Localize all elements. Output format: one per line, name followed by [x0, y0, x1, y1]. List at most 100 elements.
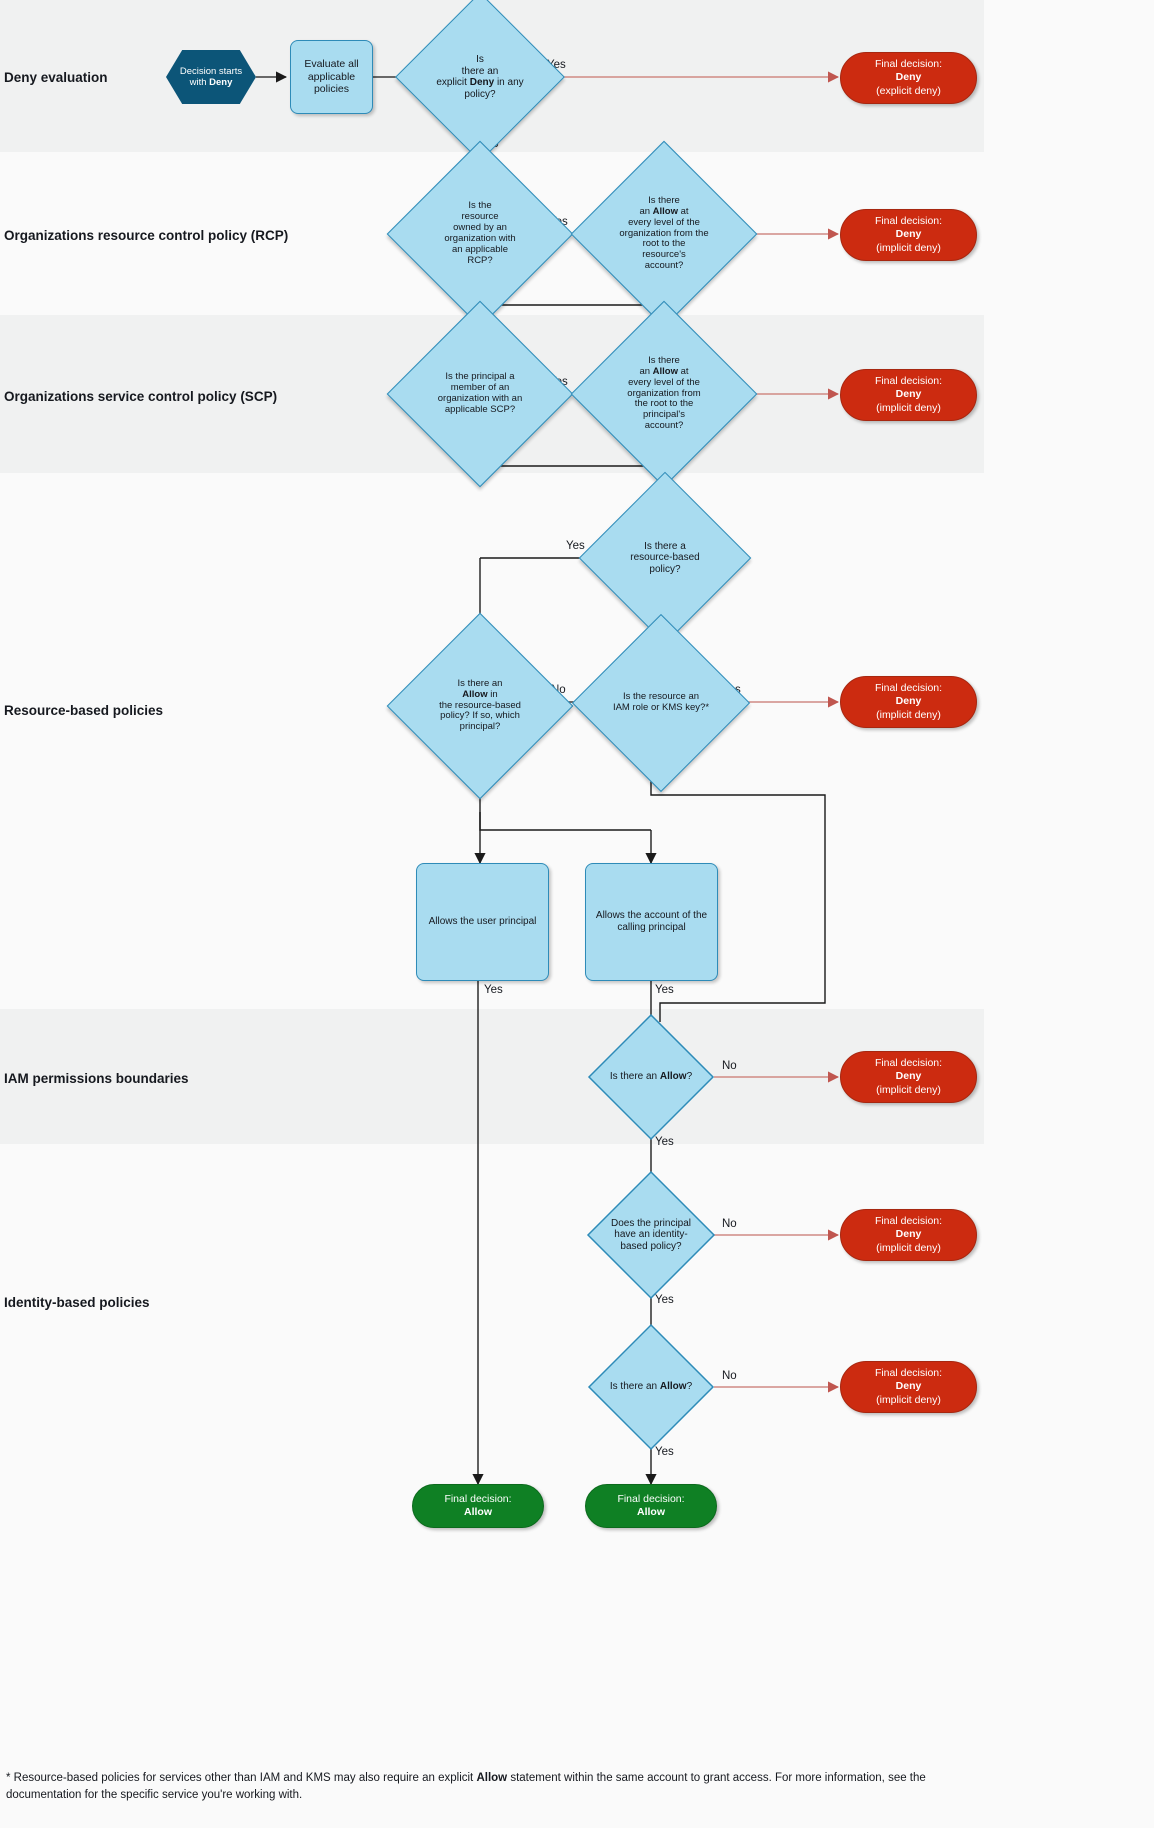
- scp-allow-bold: Allow: [652, 365, 678, 377]
- edge-label-no-ib-has: No: [722, 1218, 737, 1230]
- allow-right-l2: Allow: [637, 1506, 665, 1518]
- footnote: * Resource-based policies for services o…: [6, 1770, 1146, 1803]
- deny-ib1-l3: (implicit deny): [876, 1241, 941, 1254]
- deny-ib2-l3: (implicit deny): [876, 1393, 941, 1406]
- deny-rb-l3: (implicit deny): [876, 708, 941, 721]
- pb-allow-l1a: Is there an: [609, 1071, 660, 1083]
- rcp-allow-l7: account?: [644, 260, 684, 272]
- deny-rcp-l3: (implicit deny): [876, 241, 941, 254]
- node-rcp-allow-every-level[interactable]: Is there an Allow at every level of the …: [570, 140, 758, 328]
- terminal-allow-final-right[interactable]: Final decision: Allow: [585, 1484, 717, 1528]
- terminal-deny-implicit-scp[interactable]: Final decision: Deny (implicit deny): [840, 369, 977, 421]
- node-rcp-resource-owned[interactable]: Is the resource owned by an organization…: [386, 140, 574, 328]
- deny-rb-l2: Deny: [895, 695, 922, 708]
- rcp-allow-l2a: an: [639, 205, 653, 217]
- rcp-allow-l5: root to the: [642, 238, 686, 250]
- node-rb-allow-which-principal[interactable]: Is there an Allow in the resource-based …: [386, 612, 574, 800]
- scp-allow-l5: the root to the: [634, 398, 694, 410]
- start-line-2: with: [189, 77, 210, 88]
- edge-label-yes-rb-exists: Yes: [566, 540, 585, 552]
- rcp-allow-l1: Is there: [648, 194, 680, 206]
- rb-allow-l4: policy? If so, which: [440, 710, 520, 722]
- rcp-allow-l2c: at: [678, 205, 689, 217]
- footnote-part-2: statement within the same account to gra…: [507, 1772, 926, 1784]
- scp-allow-l6: principal's: [643, 409, 685, 421]
- terminal-deny-implicit-rcp[interactable]: Final decision: Deny (implicit deny): [840, 209, 977, 261]
- scp-member-l2: member of an: [450, 382, 510, 394]
- explicit-deny-bold: Deny: [469, 77, 495, 88]
- deny-ib1-l2: Deny: [895, 1228, 922, 1241]
- ib-has-l2: have an identity-: [614, 1229, 688, 1241]
- rcp-allow-l4: organization from the: [619, 227, 709, 239]
- deny-ib2-l2: Deny: [895, 1380, 922, 1393]
- terminal-deny-implicit-resource-based[interactable]: Final decision: Deny (implicit deny): [840, 676, 977, 728]
- start-deny-bold: Deny: [209, 77, 233, 88]
- deny-pb-l3: (implicit deny): [876, 1083, 941, 1096]
- deny-pb-l1: Final decision:: [874, 1057, 943, 1070]
- footnote-part-1: * Resource-based policies for services o…: [6, 1772, 477, 1784]
- terminal-deny-implicit-identity-based-1[interactable]: Final decision: Deny (implicit deny): [840, 1209, 977, 1261]
- rb-allow-l2b: in: [487, 688, 498, 700]
- ib-has-l1: Does the principal: [610, 1217, 692, 1229]
- node-allows-the-user-principal[interactable]: Allows the user principal: [416, 863, 549, 981]
- terminal-allow-final-left[interactable]: Final decision: Allow: [412, 1484, 544, 1528]
- node-decision-starts-with-deny[interactable]: Decision starts with Deny: [166, 50, 256, 104]
- node-evaluate-all-applicable-policies[interactable]: Evaluate all applicable policies: [290, 40, 373, 114]
- terminal-deny-explicit[interactable]: Final decision: Deny (explicit deny): [840, 52, 977, 104]
- diamond-shape-svg: [587, 1323, 715, 1451]
- rcp-owned-l4: organization with: [444, 233, 516, 244]
- scp-member-l3: organization with an: [437, 393, 523, 404]
- evaluate-line-2: applicable: [307, 70, 356, 83]
- node-pb-is-there-an-allow[interactable]: Is there an Allow?: [587, 1013, 715, 1141]
- edge-label-yes-ib-allow: Yes: [655, 1446, 674, 1458]
- scp-allow-l4: organization from: [627, 387, 701, 399]
- deny-scp-l1: Final decision:: [874, 375, 943, 388]
- node-allows-the-account-of-calling-principal[interactable]: Allows the account of the calling princi…: [585, 863, 718, 981]
- rcp-owned-l3: owned by an: [453, 222, 507, 234]
- band-label-permissions-boundaries: IAM permissions boundaries: [4, 1071, 189, 1086]
- deny-pb-l2: Deny: [895, 1070, 922, 1083]
- rcp-allow-l3: every level of the: [628, 216, 700, 228]
- allow-left-l1: Final decision:: [444, 1492, 512, 1505]
- pb-allow-bold: Allow: [659, 1071, 687, 1083]
- band-label-scp: Organizations service control policy (SC…: [4, 389, 278, 404]
- deny-explicit-l1: Final decision:: [874, 58, 943, 71]
- pb-allow-l1c: ?: [686, 1071, 693, 1083]
- terminal-deny-implicit-identity-based-2[interactable]: Final decision: Deny (implicit deny): [840, 1361, 977, 1413]
- deny-ib1-l1: Final decision:: [874, 1215, 943, 1228]
- evaluate-line-3: policies: [313, 83, 349, 96]
- rb-exists-l1: Is there a: [644, 540, 686, 552]
- allow-left-l2: Allow: [464, 1506, 492, 1518]
- ib-allow-l1a: Is there an: [609, 1381, 660, 1393]
- rb-allow-l5: principal?: [459, 721, 501, 733]
- box-account-l2: calling principal: [617, 922, 686, 933]
- ib-allow-bold: Allow: [659, 1381, 687, 1393]
- node-ib-is-there-an-allow[interactable]: Is there an Allow?: [587, 1323, 715, 1451]
- rcp-allow-bold: Allow: [652, 205, 678, 217]
- explicit-deny-l4: policy?: [464, 88, 496, 100]
- node-scp-allow-every-level[interactable]: Is there an Allow at every level of the …: [570, 300, 758, 488]
- node-ib-has-identity-based-policy[interactable]: Does the principal have an identity- bas…: [586, 1170, 716, 1300]
- deny-scp-l3: (implicit deny): [876, 401, 941, 414]
- terminal-deny-implicit-permissions-boundary[interactable]: Final decision: Deny (implicit deny): [840, 1051, 977, 1103]
- rb-exists-l3: policy?: [649, 563, 681, 575]
- scp-allow-l7: account?: [644, 420, 684, 432]
- node-is-resource-iam-role-or-kms-key[interactable]: Is the resource an IAM role or KMS key?*: [571, 613, 751, 793]
- explicit-deny-l1: Is: [476, 54, 484, 65]
- node-is-there-resource-based-policy[interactable]: Is there a resource-based policy?: [578, 471, 752, 645]
- band-label-identity-based: Identity-based policies: [4, 1295, 150, 1310]
- scp-allow-l2a: an: [639, 365, 653, 377]
- scp-allow-l1: Is there: [648, 354, 680, 366]
- scp-member-l1: Is the principal a: [445, 371, 515, 383]
- rb-iamkms-l2: IAM role or KMS key?*: [612, 702, 710, 713]
- edge-label-yes-pb-allow: Yes: [655, 1136, 674, 1148]
- rb-allow-l1: Is there an: [457, 677, 503, 689]
- rcp-owned-l6: RCP?: [467, 254, 493, 266]
- node-scp-principal-member[interactable]: Is the principal a member of an organiza…: [386, 300, 574, 488]
- node-is-there-explicit-deny[interactable]: Is there an explicit Deny in any policy?: [395, 0, 565, 162]
- rcp-owned-l2: resource: [461, 211, 499, 223]
- ib-has-l3: based policy?: [620, 1240, 682, 1252]
- band-label-deny-evaluation: Deny evaluation: [4, 70, 108, 85]
- deny-rcp-l2: Deny: [895, 228, 922, 241]
